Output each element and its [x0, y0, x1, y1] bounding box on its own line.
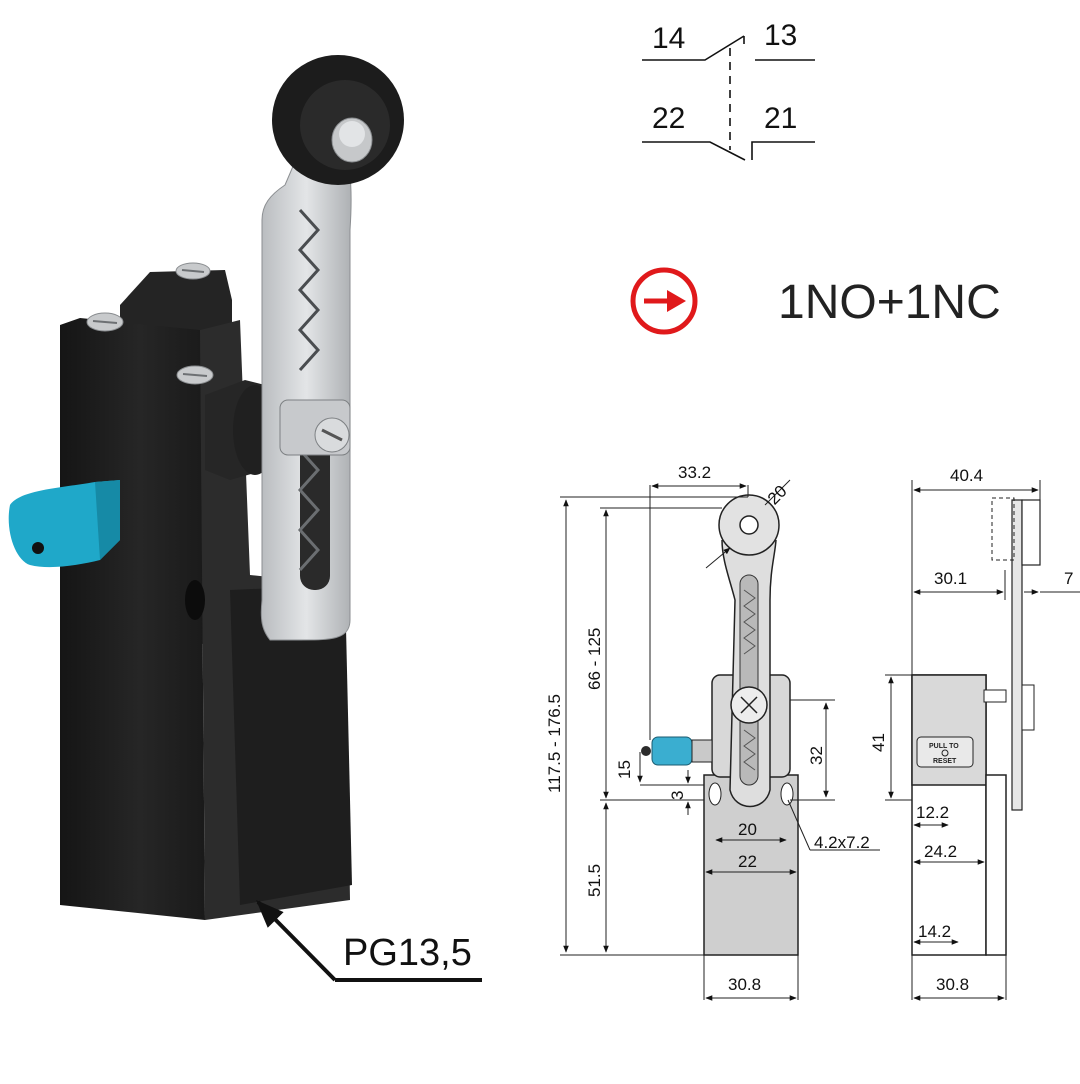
lever-arm [260, 149, 352, 641]
dim-3: 3 [668, 791, 687, 800]
dim-7: 7 [1064, 569, 1073, 588]
dim-41: 41 [869, 733, 888, 752]
reset-label-line2: RESET [933, 758, 957, 765]
terminal-13: 13 [764, 19, 797, 52]
dim-24-2: 24.2 [924, 842, 957, 861]
switch-body-front [60, 318, 205, 920]
dim-40-4: 40.4 [950, 466, 983, 485]
screw-icon [175, 262, 211, 280]
terminal-14: 14 [652, 22, 685, 55]
positive-opening-arrow-icon [630, 267, 698, 335]
dim-33-2: 33.2 [678, 463, 711, 482]
dim-117-5-176-5: 117.5 - 176.5 [545, 694, 564, 793]
terminal-22: 22 [652, 102, 685, 135]
front-view-drawing: 33.2 20 66 - 125 117.5 - 176.5 15 3 32 2… [545, 463, 880, 1001]
screw-icon [176, 365, 214, 385]
dim-30-1: 30.1 [934, 569, 967, 588]
dim-hole-size: 4.2x7.2 [814, 833, 870, 852]
dim-20-holes: 20 [738, 820, 757, 839]
screw-icon [86, 312, 124, 332]
dim-12-2: 12.2 [916, 803, 949, 822]
dim-30-8-side: 30.8 [936, 975, 969, 994]
dim-51-5: 51.5 [585, 864, 604, 897]
contact-type-label: 1NO+1NC [778, 276, 1001, 329]
roller-wheel [272, 55, 404, 185]
cable-entry-label: PG13,5 [343, 932, 472, 974]
contact-diagram: 14 13 22 21 [642, 19, 815, 161]
side-view-drawing: PULL TO RESET 40.4 30.1 7 41 12.2 24.2 1… [869, 466, 1080, 1001]
dim-32: 32 [807, 746, 826, 765]
dim-22: 22 [738, 852, 757, 871]
terminal-21: 21 [764, 102, 797, 135]
limit-switch-render: PG13,5 [8, 55, 482, 982]
reset-label-line1: PULL TO [929, 743, 959, 750]
dim-66-125: 66 - 125 [585, 628, 604, 690]
dim-14-2: 14.2 [918, 922, 951, 941]
dim-15: 15 [615, 760, 634, 779]
dim-30-8-front: 30.8 [728, 975, 761, 994]
